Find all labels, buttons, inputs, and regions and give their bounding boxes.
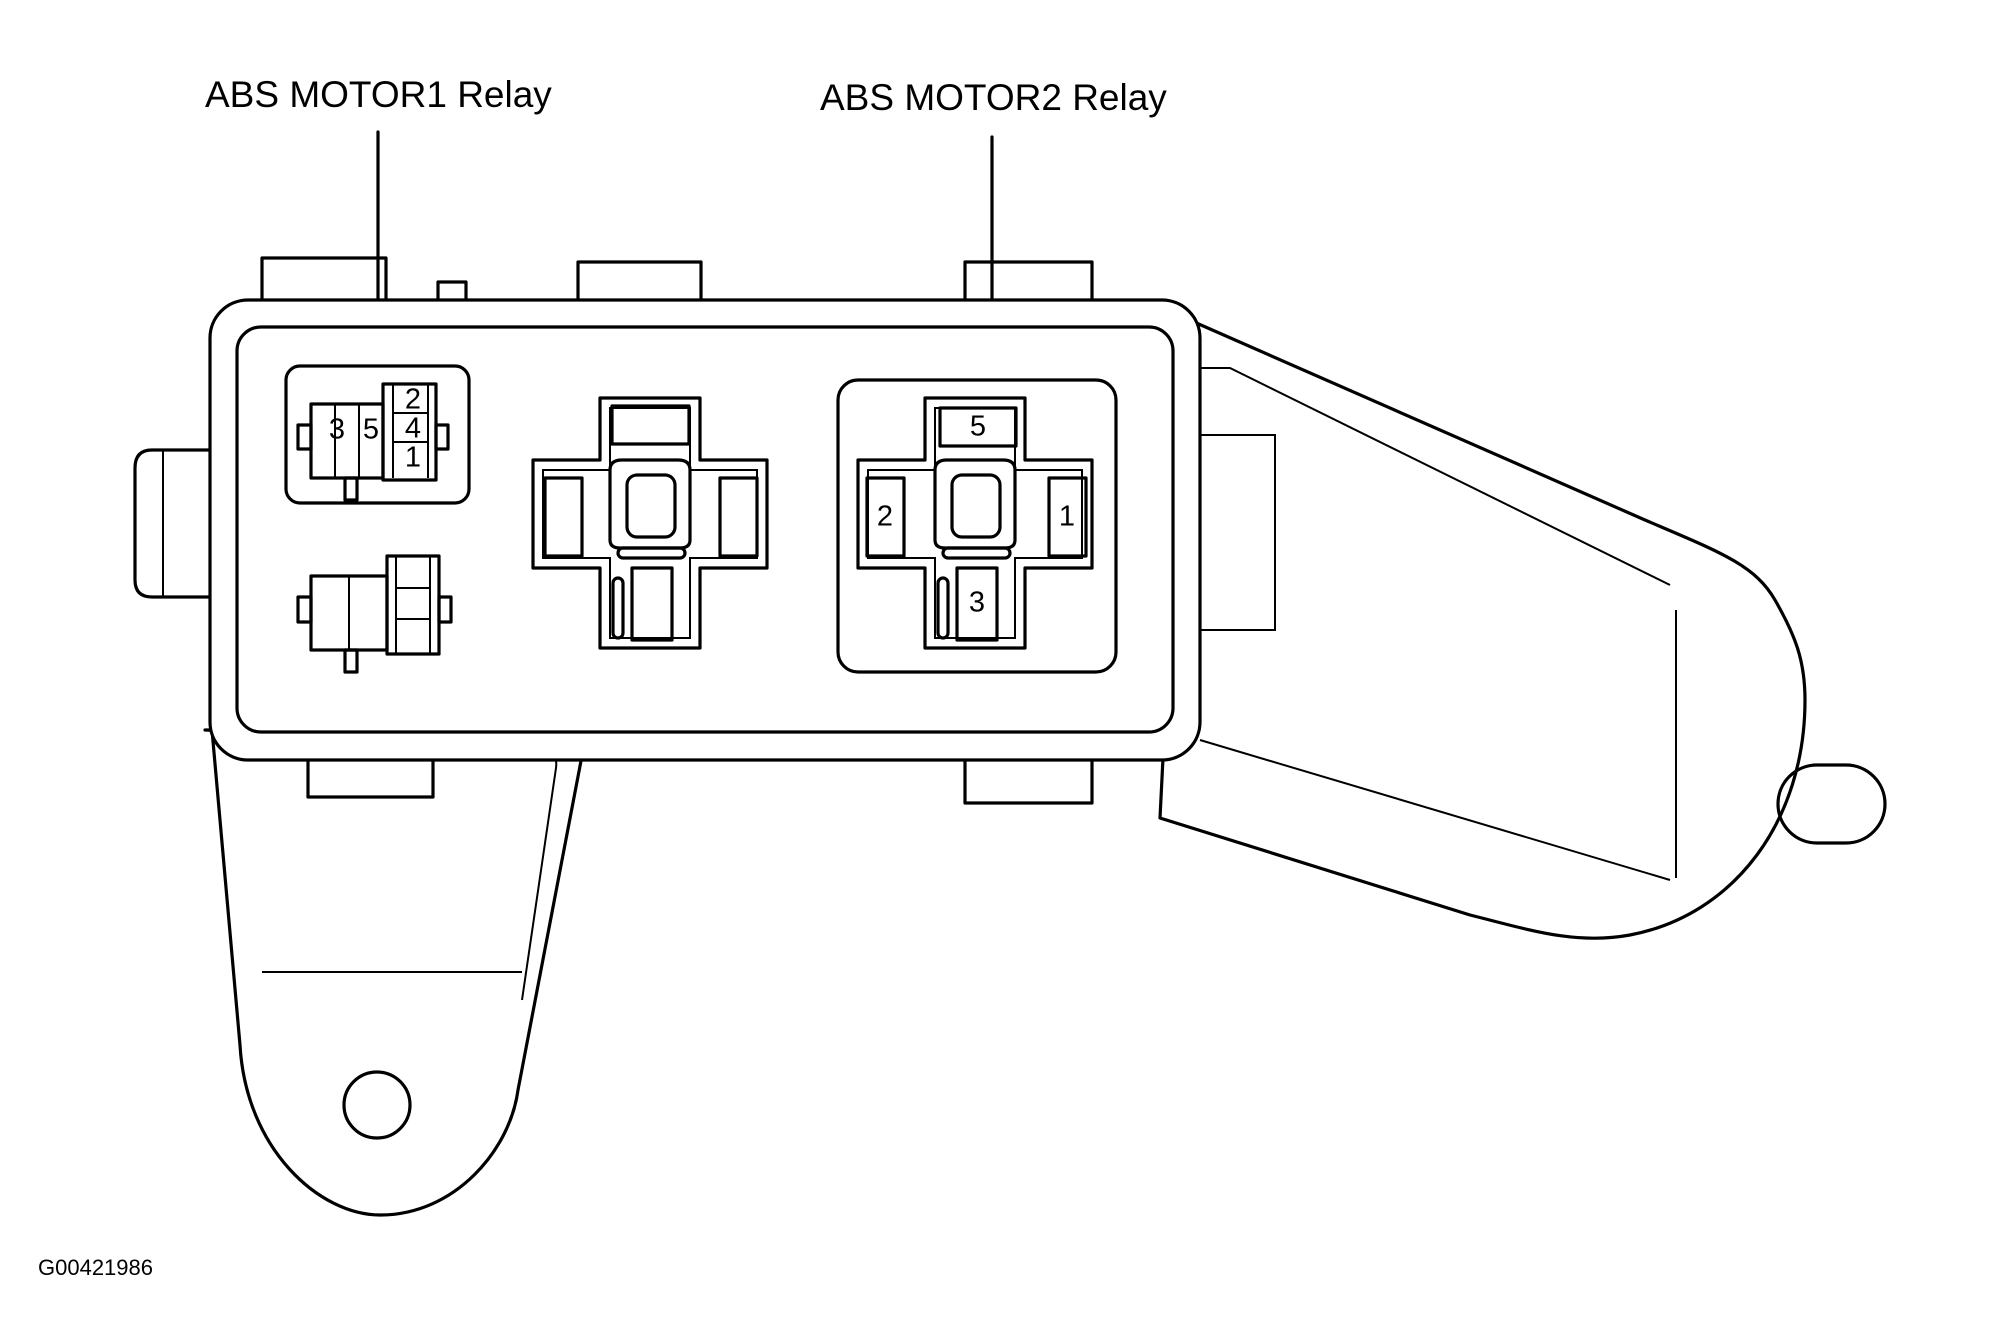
motor2-pin-5: 5 [970,411,986,443]
left-side-tab [133,448,214,599]
motor1-pin-1: 1 [405,442,421,474]
motor2-pin-1: 1 [1059,501,1075,533]
arm-lower-edge [1199,739,1671,881]
motor1-pin-5: 5 [363,414,379,446]
abs-motor1-relay-socket: 3 5 2 4 1 [284,364,471,505]
motor2-pin-2: 2 [877,501,893,533]
bottom-tab-right [963,753,1094,805]
abs-motor2-relay-socket: 5 2 1 3 [836,378,1118,674]
right-mounting-arm [1158,316,1807,940]
relay-block-housing [208,298,1202,762]
motor1-pin-3: 3 [329,414,345,446]
motor1-pin-4: 4 [405,413,421,445]
arm-inner-edge [1198,367,1671,586]
motor1-pin-2: 2 [405,384,421,416]
arm-mounting-slot [1776,763,1887,845]
abs-motor2-relay-label: ABS MOTOR2 Relay [820,77,1167,118]
left-arm-mounting-hole [342,1070,412,1140]
small-relay-socket-2 [296,554,453,674]
figure-code: G00421986 [38,1255,153,1280]
relay-block-inner-rim [235,325,1175,734]
motor2-pin-3: 3 [969,587,985,619]
abs-motor1-relay-label: ABS MOTOR1 Relay [205,74,552,115]
cross-relay-socket-middle [531,396,769,650]
